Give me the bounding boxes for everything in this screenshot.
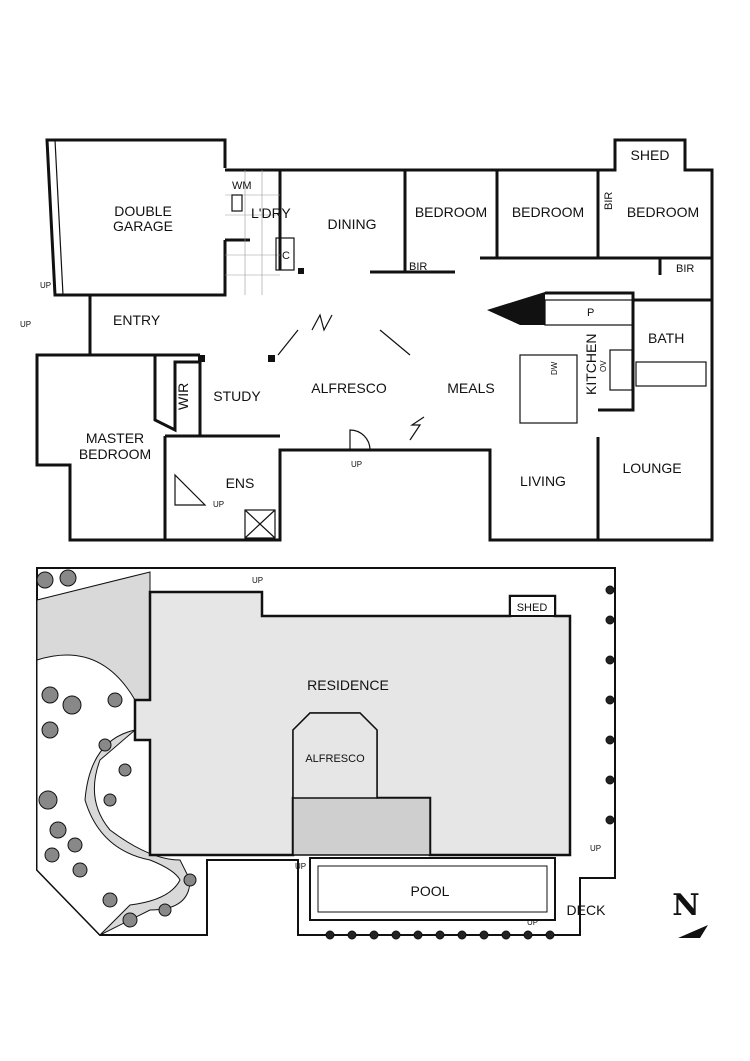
room-label-double-garage-2: GARAGE (113, 218, 173, 234)
shrub-icon (103, 793, 117, 807)
shrub-icon (435, 930, 445, 940)
shrub-icon (605, 695, 615, 705)
room-label-meals: MEALS (447, 380, 494, 396)
shrub-icon (183, 873, 197, 887)
room-label-bedroom-1: BEDROOM (415, 204, 487, 220)
shrub-icon (36, 571, 54, 589)
up-marker: UP (213, 500, 224, 509)
site-label-residence: RESIDENCE (307, 677, 389, 693)
room-label-entry: ENTRY (113, 312, 161, 328)
shrub-icon (523, 930, 533, 940)
shrub-icon (605, 655, 615, 665)
shrub-icon (605, 735, 615, 745)
room-label-oven: OV (599, 360, 608, 372)
shrub-icon (107, 692, 123, 708)
house-walls (35, 138, 714, 542)
room-label-kitchen: KITCHEN (583, 334, 599, 395)
room-label-alfresco: ALFRESCO (311, 380, 387, 396)
site-label-deck: DECK (567, 902, 607, 918)
room-label-bedroom-3: BEDROOM (627, 204, 699, 220)
north-arrow-icon (678, 925, 708, 938)
shrub-icon (605, 585, 615, 595)
room-label-master-bedroom-2: BEDROOM (79, 446, 151, 462)
room-label-pantry: P (587, 307, 594, 319)
site-plan: SHED RESIDENCE ALFRESCO POOL DECK UP UP … (36, 567, 616, 940)
up-marker: UP (527, 918, 538, 927)
up-marker: UP (590, 844, 601, 853)
site-label-shed: SHED (517, 602, 548, 614)
shrub-icon (118, 763, 132, 777)
laundry-tiles (225, 170, 295, 295)
room-label-master-bedroom-1: MASTER (86, 430, 144, 446)
room-label-ensuite: ENS (226, 475, 255, 491)
shrub-icon (62, 695, 82, 715)
room-label-laundry: L'DRY (251, 205, 291, 221)
garden-shrubs (36, 569, 615, 940)
site-label-pool: POOL (411, 883, 450, 899)
room-label-living: LIVING (520, 473, 566, 489)
room-label-dining: DINING (328, 216, 377, 232)
shrub-icon (41, 721, 59, 739)
room-label-bir-2: BIR (603, 192, 615, 210)
shrub-icon (98, 738, 112, 752)
shrub-icon (413, 930, 423, 940)
up-marker: UP (295, 862, 306, 871)
room-label-wir: WIR (175, 383, 191, 410)
room-label-shed: SHED (631, 147, 670, 163)
shrub-icon (38, 790, 58, 810)
shrub-icon (605, 815, 615, 825)
up-marker: UP (351, 460, 362, 469)
room-label-bedroom-2: BEDROOM (512, 204, 584, 220)
room-labels: DOUBLE GARAGE WM L'DRY C DINING BEDROOM … (20, 147, 699, 509)
shrub-icon (605, 615, 615, 625)
pool (309, 857, 556, 921)
north-label: N (672, 888, 699, 923)
room-label-bir-3: BIR (676, 263, 694, 275)
shrub-icon (158, 903, 172, 917)
up-marker: UP (252, 576, 263, 585)
up-marker: UP (40, 281, 51, 290)
shrub-icon (102, 892, 118, 908)
shrub-icon (72, 862, 88, 878)
shrub-icon (605, 775, 615, 785)
shrub-icon (41, 686, 59, 704)
shrub-icon (122, 912, 138, 928)
room-label-double-garage-1: DOUBLE (114, 203, 172, 219)
shrub-icon (59, 569, 77, 587)
room-label-bir-1: BIR (409, 261, 427, 273)
room-label-fridge: F (522, 309, 529, 321)
shrub-icon (391, 930, 401, 940)
room-label-wm: WM (232, 180, 252, 192)
shrub-icon (369, 930, 379, 940)
room-label-study: STUDY (213, 388, 261, 404)
shrub-icon (347, 930, 357, 940)
site-label-alfresco: ALFRESCO (305, 753, 365, 765)
room-label-bath: BATH (648, 330, 684, 346)
shrub-icon (67, 837, 83, 853)
room-label-lounge: LOUNGE (622, 460, 681, 476)
shrub-icon (545, 930, 555, 940)
shrub-icon (325, 930, 335, 940)
shrub-icon (49, 821, 67, 839)
shrub-icon (479, 930, 489, 940)
room-label-cupboard: C (282, 250, 290, 262)
up-marker: UP (20, 320, 31, 329)
north-compass: N (672, 888, 708, 938)
shrub-icon (457, 930, 467, 940)
shrub-icon (44, 847, 60, 863)
shrub-icon (501, 930, 511, 940)
room-label-dishwasher: DW (550, 361, 559, 375)
